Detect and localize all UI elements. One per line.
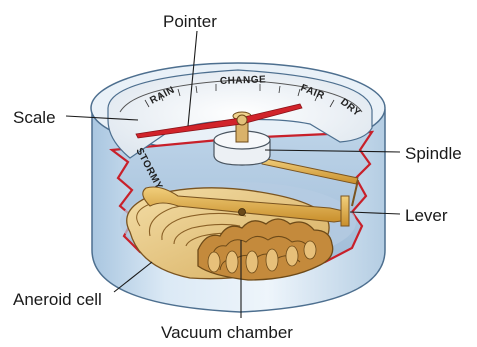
label-pointer: Pointer [163,12,217,31]
label-spindle: Spindle [405,144,462,163]
label-aneroid-cell: Aneroid cell [13,290,102,309]
label-scale: Scale [13,108,56,127]
dial-word-change: CHANGE [220,74,267,87]
label-lever: Lever [405,206,448,225]
label-vacuum-chamber: Vacuum chamber [161,323,293,342]
